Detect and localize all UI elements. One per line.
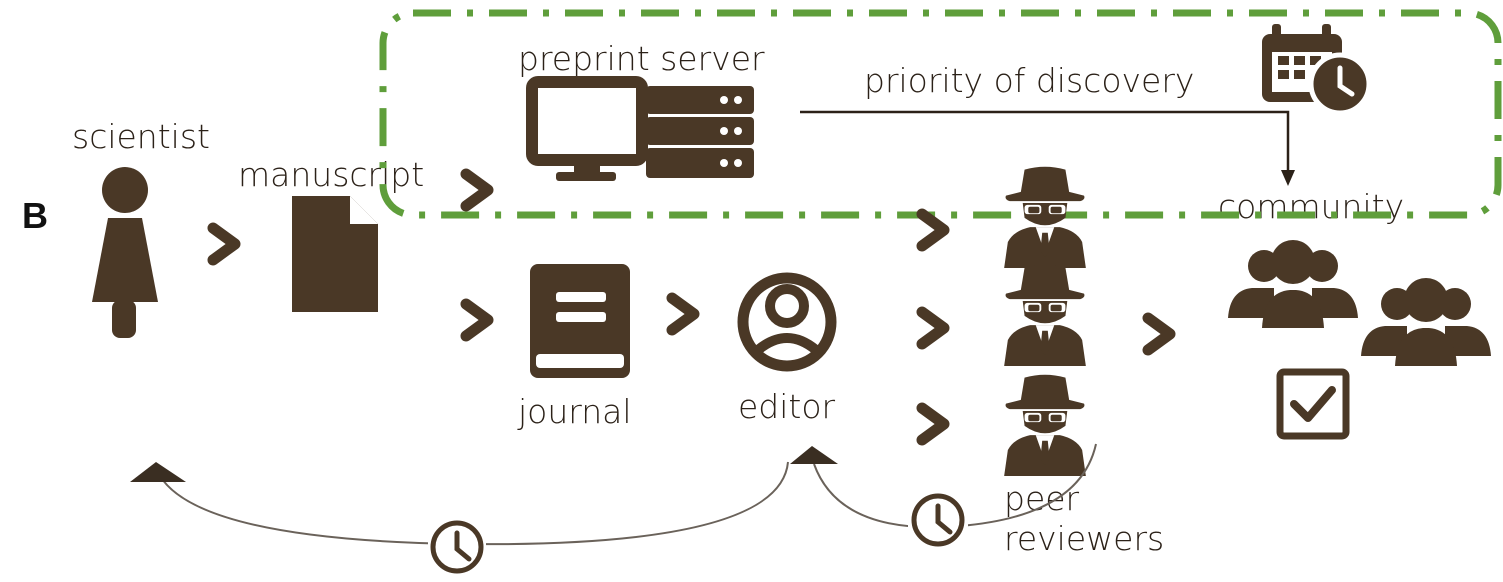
chevron-right-icon: [922, 408, 944, 440]
user-circle-icon: [737, 272, 837, 372]
calendar-clock-icon: [1262, 24, 1372, 116]
manuscript-label: manuscript: [238, 155, 425, 194]
group-icon: [1228, 240, 1358, 328]
priority-of-discovery-label: priority of discovery: [864, 61, 1195, 100]
document-icon: [292, 196, 378, 312]
chevron-right-icon: [922, 214, 944, 246]
group-icon: [1361, 278, 1491, 366]
chevron-right-icon: [672, 298, 694, 330]
server-icon: [646, 86, 754, 178]
chevron-right-icon: [1148, 318, 1170, 350]
peer-label: peer: [1004, 479, 1080, 518]
panel-label: B: [22, 195, 48, 236]
computer-icon: [526, 76, 648, 181]
priority-arrow: [800, 110, 1290, 172]
checkbox-icon: [1276, 368, 1350, 440]
scientist-label: scientist: [72, 117, 210, 156]
chevron-right-icon: [213, 228, 235, 260]
editor-label: editor: [738, 387, 836, 426]
chevron-right-icon: [466, 304, 488, 336]
preprint-server-label: preprint server: [518, 39, 765, 78]
spy-icon: [1004, 374, 1086, 476]
person-icon: [92, 167, 158, 338]
chevron-right-icon: [466, 174, 488, 206]
spy-icon: [1004, 264, 1086, 366]
preprint-highlight-box: [379, 9, 1502, 219]
journal-label: journal: [518, 392, 632, 431]
book-icon: [530, 264, 630, 378]
chevron-right-icon: [922, 312, 944, 344]
reviewers-label: reviewers: [1004, 519, 1165, 558]
